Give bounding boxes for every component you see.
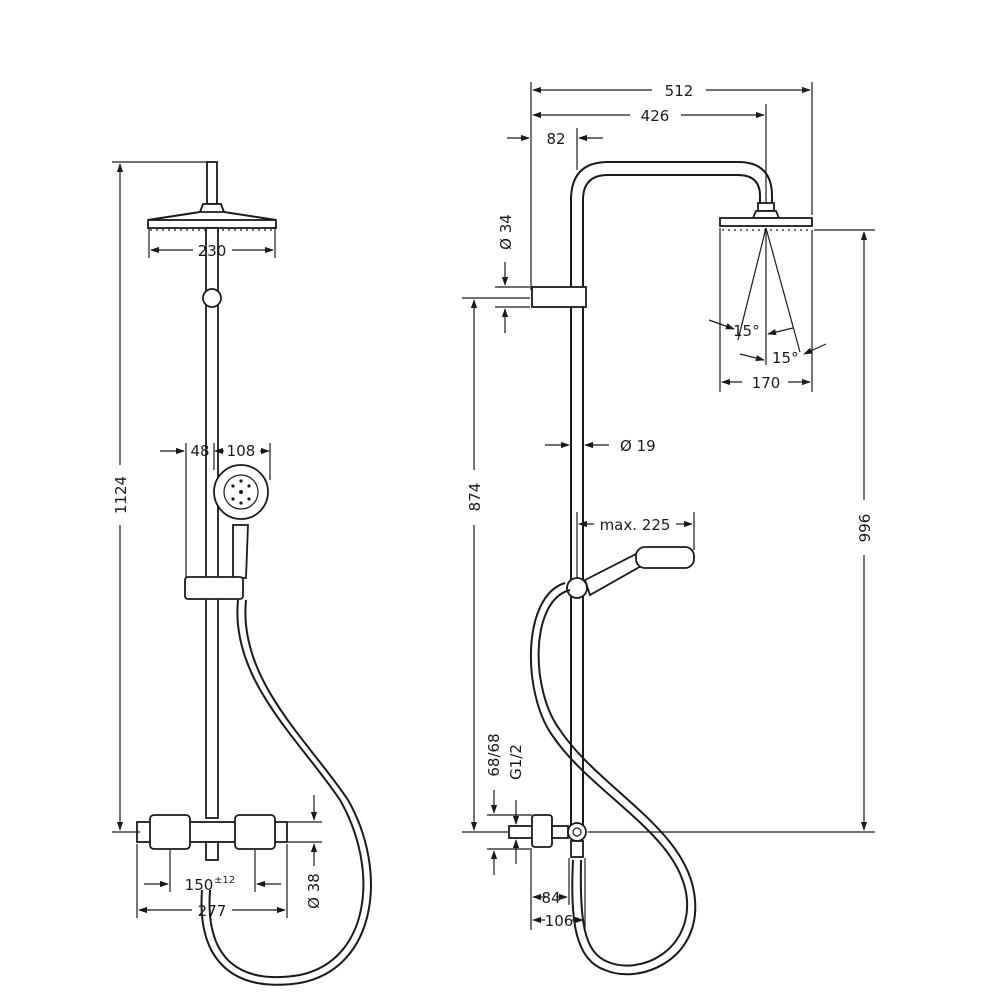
side-dim-bracket-diameter: Ø 34: [497, 214, 515, 250]
front-overhead-shower: [147, 161, 277, 231]
side-dim-head-height: 996: [856, 514, 874, 543]
front-dim-thermostat-depth: Ø 38: [305, 873, 323, 909]
side-dim-spray-width: 170: [752, 374, 781, 392]
side-hand-shower: [583, 546, 695, 597]
side-dim-thread: G1/2: [507, 744, 525, 780]
front-riser-joint: [202, 288, 222, 308]
side-dim-riser-diameter: Ø 19: [620, 437, 656, 455]
front-dim-total-height: 1124: [112, 476, 130, 514]
side-dim-handshower-reach: max. 225: [600, 516, 671, 534]
front-hose: [208, 599, 365, 979]
side-dim-arm-projection: 512: [665, 82, 694, 100]
side-dim-wall-to-riser: 82: [546, 130, 565, 148]
side-overhead-shower: [719, 202, 813, 231]
side-dim-arm-to-head: 426: [641, 107, 670, 125]
side-hose: [537, 589, 697, 976]
side-dim-bracket-height: 874: [466, 483, 484, 512]
side-slider-joint: [566, 577, 588, 599]
side-wall-bracket: [531, 286, 587, 308]
side-dim-wall-to-riser-bottom: 106: [545, 912, 574, 930]
front-dim-thermostat-width: 277: [198, 902, 227, 920]
front-dim-handshower-diameter: 108: [227, 442, 256, 460]
side-dim-connection-spacing: 68/68: [485, 733, 503, 776]
front-dim-handshower-offset: 48: [190, 442, 209, 460]
front-dim-centers-tolerance: ±12: [214, 875, 235, 886]
front-riser-pipe: [205, 227, 219, 819]
front-thermostat: [136, 814, 288, 861]
front-dim-centers: 150: [185, 876, 214, 894]
side-mixer-connection: [508, 814, 587, 858]
front-slider-holder: [184, 576, 244, 600]
front-dim-head-diameter: 230: [198, 242, 227, 260]
side-riser-arm: [570, 161, 773, 830]
side-view: 512 426 82 Ø 34 874 Ø 19 max. 225: [462, 82, 875, 976]
side-dim-wall-to-valve: 84: [541, 889, 560, 907]
front-view: 1124 230 48 108 Ø 38 150 ±12 277: [112, 161, 372, 986]
side-spray-angle-right: 15°: [772, 349, 799, 367]
side-spray-angle-left: 15°: [733, 322, 760, 340]
front-hand-shower: [213, 464, 269, 579]
